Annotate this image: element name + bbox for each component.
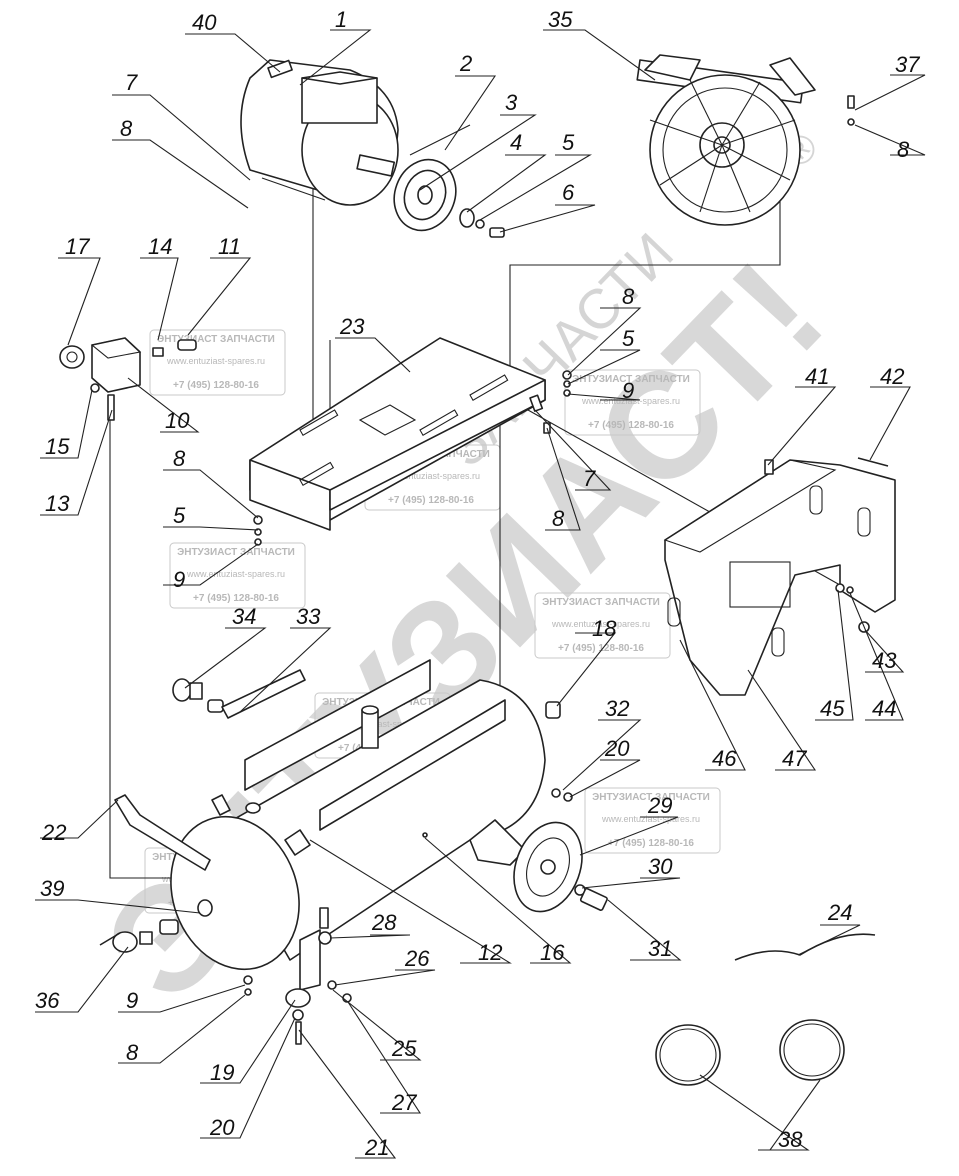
contact-watermark: ЭНТУЗИАСТ ЗАПЧАСТИ www.entuziast-spares.… [149,329,286,396]
part-label: 8 [126,1040,139,1065]
part-label: 46 [712,746,737,771]
part-label: 32 [605,696,629,721]
leader-lines [35,29,926,1159]
electric-motor [240,59,399,206]
part-label: 9 [126,988,138,1013]
part-label: 47 [782,746,807,771]
part-label: 9 [622,378,634,403]
wheel [513,788,608,913]
air-hose [734,933,876,961]
pulley-fasteners [459,208,505,238]
part-label: 8 [552,506,565,531]
part-label: 16 [540,940,565,965]
part-label: 10 [165,408,190,433]
mounting-plate [249,337,546,531]
air-tank [170,659,546,971]
belt-guard [663,457,896,696]
watermark-site: www.entuziast-spares.ru [601,814,700,824]
part-label: 39 [40,876,64,901]
watermark-company: ЭНТУЗИАСТ ЗАПЧАСТИ [542,597,660,608]
part-label: 40 [192,10,217,35]
watermark-site: www.entuziast-spares.ru [551,619,650,629]
part-label: 38 [778,1127,803,1152]
part-label: 8 [173,446,186,471]
part-label: 5 [173,503,186,528]
part-label: 28 [371,910,397,935]
watermark-phone: +7 (495) 128-80-16 [558,643,644,654]
part-label: 9 [173,567,185,592]
contact-watermark: ЭНТУЗИАСТ ЗАПЧАСТИ www.entuziast-spares.… [564,369,701,436]
part-label: 44 [872,696,896,721]
watermark-site: www.entuziast-spares.ru [166,356,265,366]
watermark-phone: +7 (495) 128-80-16 [608,838,694,849]
part-label: 14 [148,234,172,259]
part-label: 8 [897,137,910,162]
part-label: 5 [622,326,635,351]
compressor-head [636,54,816,226]
drain-valve [99,899,213,953]
part-label: 1 [335,7,347,32]
drive-belts [655,1019,845,1086]
part-label: 42 [880,364,904,389]
part-label: 33 [296,604,321,629]
part-label: 12 [478,940,502,965]
part-label: 34 [232,604,256,629]
part-label: 27 [391,1090,417,1115]
part-label: 20 [604,736,630,761]
part-label: 8 [120,116,133,141]
part-label: 4 [510,130,522,155]
part-label: 18 [592,616,617,641]
part-label: 5 [562,130,575,155]
part-label: 6 [562,180,575,205]
part-label: 25 [391,1036,417,1061]
watermark-site: www.entuziast-spares.ru [331,719,430,729]
part-label: 3 [505,90,518,115]
part-label: 45 [820,696,845,721]
part-label: 13 [45,491,70,516]
part-label: 41 [805,364,829,389]
part-label: 43 [872,648,897,673]
contact-watermark: ЭНТУЗИАСТ ЗАПЧАСТИ www.entuziast-spares.… [169,542,306,609]
part-label: 31 [648,936,672,961]
watermark-company: ЭНТУЗИАСТ ЗАПЧАСТИ [592,792,710,803]
part-label: 11 [218,234,241,259]
watermark-company: ЭНТУЗИАСТ ЗАПЧАСТИ [157,334,275,345]
watermark-company: ЭНТУЗИАСТ ЗАПЧАСТИ [572,374,690,385]
watermark-site: www.entuziast-spares.ru [186,569,285,579]
part-label: 29 [647,793,672,818]
part-label: 7 [125,70,138,95]
watermark-site: www.entuziast-spares.ru [381,471,480,481]
part-label: 21 [364,1135,389,1160]
part-label: 8 [622,284,635,309]
part-label: 17 [65,234,90,259]
part-label: 7 [583,466,596,491]
part-label: 24 [827,900,852,925]
part-label: 20 [209,1115,235,1140]
part-label: 30 [648,854,673,879]
part-label: 23 [339,314,365,339]
part-label: 19 [210,1060,234,1085]
watermark-company: ЭНТУЗИАСТ ЗАПЧАСТИ [177,547,295,558]
part-label: 37 [895,52,920,77]
watermark-site: www.entuziast-spares.ru [581,396,680,406]
head-bolt [847,95,855,126]
watermark-phone: +7 (495) 128-80-16 [173,380,259,391]
elbow-fitting [172,669,306,719]
part-labels: 1 2 3 4 5 6 7 8 40 35 37 8 17 14 11 15 1… [35,7,920,1160]
part-label: 36 [35,988,60,1013]
contact-watermark: ЭНТУЗИАСТ ЗАПЧАСТИ www.entuziast-spares.… [584,787,721,854]
part-label: 15 [45,434,70,459]
outlet-tube [114,794,211,871]
part-label: 35 [548,7,573,32]
check-valve [545,701,561,719]
watermark-phone: +7 (495) 128-80-16 [193,593,279,604]
part-label: 26 [404,946,430,971]
part-label: 22 [41,820,66,845]
watermark-phone: +7 (495) 128-80-16 [388,495,474,506]
watermark-phone: +7 (495) 128-80-16 [588,420,674,431]
part-label: 2 [459,51,472,76]
